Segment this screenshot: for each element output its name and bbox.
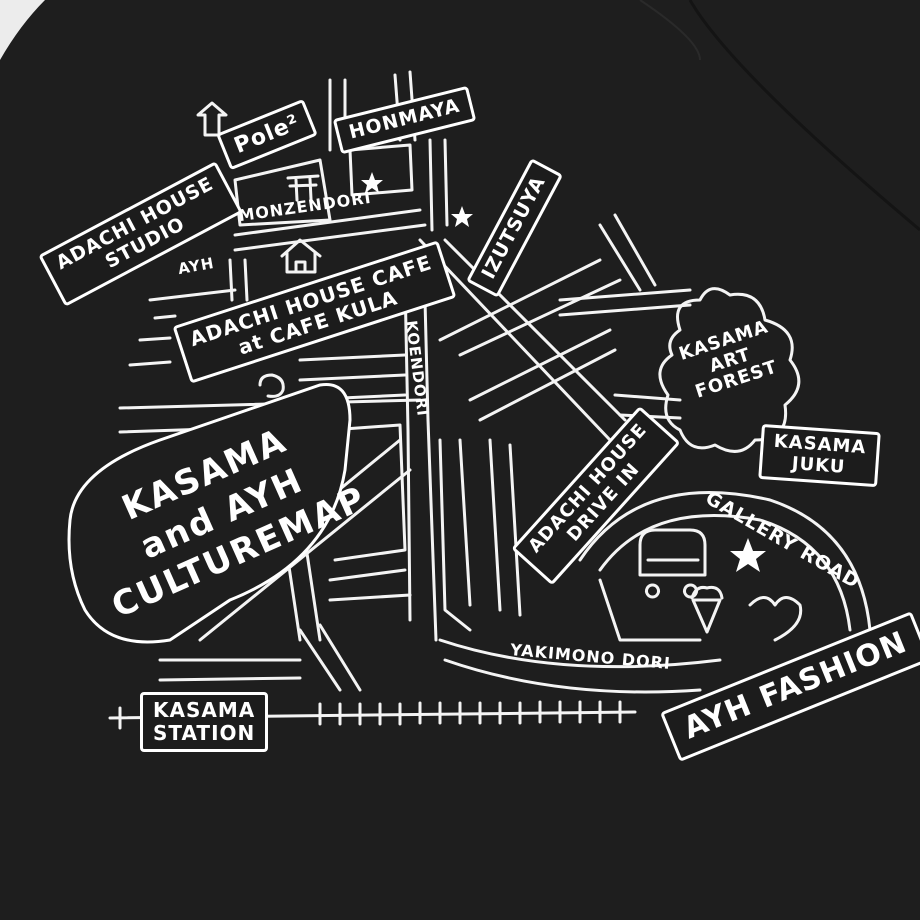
road — [158, 658, 302, 682]
road — [228, 258, 249, 302]
ice-cream-icon — [690, 586, 724, 634]
road — [598, 514, 852, 632]
star-icon — [730, 538, 766, 572]
road — [128, 336, 172, 367]
road — [578, 491, 872, 632]
road — [438, 258, 622, 357]
road — [438, 438, 472, 632]
swirl — [258, 373, 285, 398]
label-station-line2: STATION — [153, 721, 256, 745]
star-icon — [361, 172, 383, 193]
car-icon — [638, 528, 707, 599]
railway-ties — [118, 700, 622, 730]
label-station-line1: KASAMA — [153, 698, 256, 722]
road — [598, 213, 657, 292]
torii-gate-icon — [286, 174, 320, 202]
shirt-neck-highlight — [0, 0, 45, 60]
road — [438, 638, 722, 694]
fabric-wrinkle — [639, 0, 701, 61]
road — [233, 208, 427, 252]
title-bubble — [67, 382, 352, 644]
label-kasama-juku: KASAMA JUKU — [758, 423, 881, 488]
heart-icon — [748, 596, 803, 642]
road — [428, 138, 449, 232]
road — [558, 288, 692, 317]
road — [348, 143, 414, 197]
road — [148, 288, 237, 320]
house-icon — [280, 238, 322, 274]
road — [488, 438, 522, 617]
sleeve-seam — [688, 0, 920, 232]
road — [328, 423, 407, 562]
road — [598, 578, 702, 642]
road — [468, 328, 617, 422]
road — [298, 353, 407, 382]
star-icon — [451, 206, 473, 227]
road — [298, 623, 362, 692]
road — [328, 568, 412, 602]
road — [403, 278, 438, 642]
label-kasama-station: KASAMA STATION — [140, 692, 269, 752]
